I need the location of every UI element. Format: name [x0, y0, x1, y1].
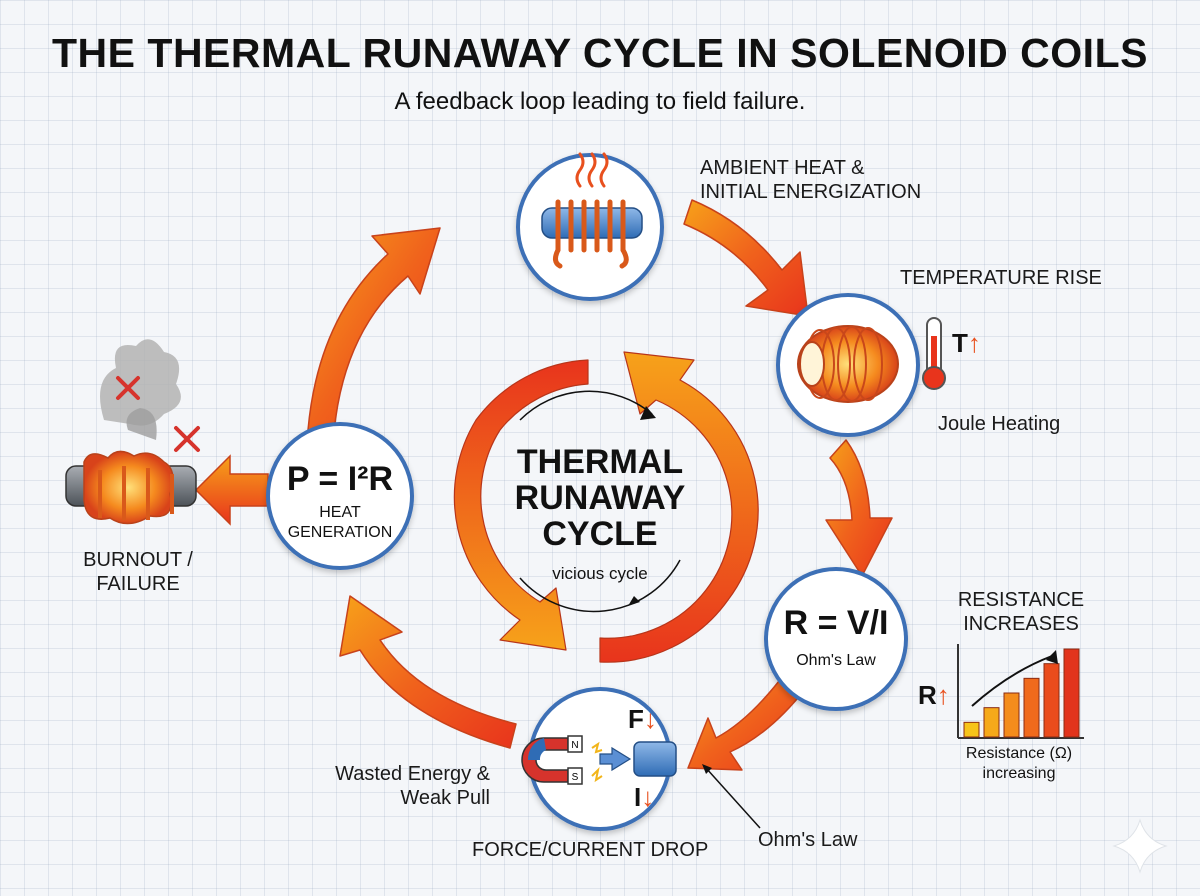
resistance-up-arrow: ↑: [936, 680, 950, 710]
burnout-icon: [65, 339, 200, 525]
center-title-line2: RUNAWAY: [514, 479, 686, 517]
inner-thin-arrow-bottom: [519, 559, 681, 613]
magnet-n-label: N: [571, 740, 578, 751]
inner-arc-left: [453, 359, 589, 651]
arrow-temperature-to-resistance: [825, 439, 893, 577]
resistance-label-line2: INCREASES: [963, 613, 1079, 635]
magnet-s-label: S: [572, 772, 579, 783]
wasted-energy-label: Wasted Energy & Weak Pull: [280, 762, 490, 810]
resistance-sign: R↑: [918, 680, 950, 711]
burnout-label: BURNOUT / FAILURE: [58, 548, 218, 596]
chart-caption-line2: increasing: [982, 765, 1056, 782]
arrow-ambient-to-temperature: [683, 199, 809, 317]
resistance-bar-1: [963, 721, 980, 738]
arrow-force-to-heat: [339, 595, 517, 749]
wasted-energy-line1: Wasted Energy &: [335, 763, 490, 785]
sparkle-icon: [1112, 818, 1168, 874]
force-label: FORCE/CURRENT DROP: [472, 839, 709, 861]
wasted-energy-line2: Weak Pull: [400, 787, 490, 809]
ohms-law-caption: Ohm's Law: [796, 652, 876, 669]
resistance-bar-6: [1063, 648, 1080, 738]
force-sign-letter: F: [628, 704, 644, 734]
arrow-resistance-to-force: [687, 671, 807, 771]
resistance-label-line1: RESISTANCE: [957, 589, 1085, 611]
heat-formula: P = I²R: [286, 460, 394, 498]
burnout-label-line1: BURNOUT /: [83, 549, 193, 571]
resistance-label: RESISTANCE INCREASES: [946, 588, 1096, 636]
thermometer-icon: [922, 317, 946, 390]
resistance-chart: [957, 644, 1084, 739]
chart-trend-arrow: [971, 655, 1053, 707]
temperature-sign-letter: T: [952, 328, 968, 358]
burnout-label-line2: FAILURE: [96, 573, 180, 595]
center-title-line3: CYCLE: [542, 515, 658, 553]
node-heat: [266, 422, 414, 570]
center-label: THERMAL RUNAWAY CYCLE vicious cycle: [500, 444, 700, 584]
resistance-bar-3: [1003, 692, 1020, 738]
joule-heating-label: Joule Heating: [938, 413, 1061, 435]
heat-caption-line1: HEAT: [319, 504, 361, 521]
temperature-up-arrow: ↑: [967, 328, 981, 358]
temperature-label: TEMPERATURE RISE: [900, 267, 1102, 289]
temperature-sign: T↑: [952, 328, 981, 359]
force-sign: F↓: [628, 704, 657, 735]
ohms-law-formula: R = V/I: [783, 604, 889, 642]
page-subtitle: A feedback loop leading to field failure…: [394, 88, 806, 115]
page-title: THE THERMAL RUNAWAY CYCLE IN SOLENOID CO…: [52, 30, 1148, 76]
plunger-icon: [591, 741, 677, 783]
resistance-sign-letter: R: [918, 680, 937, 710]
node-resistance: [764, 567, 908, 711]
center-title-line1: THERMAL: [516, 443, 684, 481]
arrow-heat-to-ambient: [307, 227, 441, 433]
resistance-bar-2: [983, 707, 1000, 738]
coil-heating-icon: [541, 152, 643, 269]
inner-cycle-ring: [453, 351, 759, 663]
inner-arc-right: [599, 351, 759, 663]
resistance-node-text: R = V/I Ohm's Law: [766, 604, 906, 671]
center-caption: vicious cycle: [552, 564, 648, 583]
heat-caption-line2: GENERATION: [287, 524, 393, 541]
resistance-bar-5: [1043, 663, 1060, 738]
arrow-heat-to-burnout: [194, 454, 269, 526]
current-down-arrow: ↓: [641, 782, 655, 812]
ohms-law-pointer: [705, 767, 761, 829]
inner-thin-arrow-top: [519, 390, 653, 421]
ohms-law-pointer-label: Ohm's Law: [758, 829, 858, 851]
ambient-label: AMBIENT HEAT & INITIAL ENERGIZATION: [700, 156, 921, 204]
ambient-label-line2: INITIAL ENERGIZATION: [700, 181, 922, 203]
heat-node-text: P = I²R HEAT GENERATION: [268, 460, 412, 543]
chart-caption: Resistance (Ω) increasing: [944, 744, 1094, 784]
ambient-label-line1: AMBIENT HEAT &: [700, 157, 865, 179]
resistance-bar-4: [1023, 677, 1040, 738]
chart-caption-line1: Resistance (Ω): [965, 745, 1073, 762]
magnet-icon: [521, 735, 583, 785]
outer-cycle-arrows: [307, 199, 893, 771]
force-down-arrow: ↓: [643, 704, 657, 734]
current-sign: I↓: [634, 782, 654, 813]
glowing-coil-icon: [797, 325, 899, 403]
current-sign-letter: I: [634, 782, 642, 812]
